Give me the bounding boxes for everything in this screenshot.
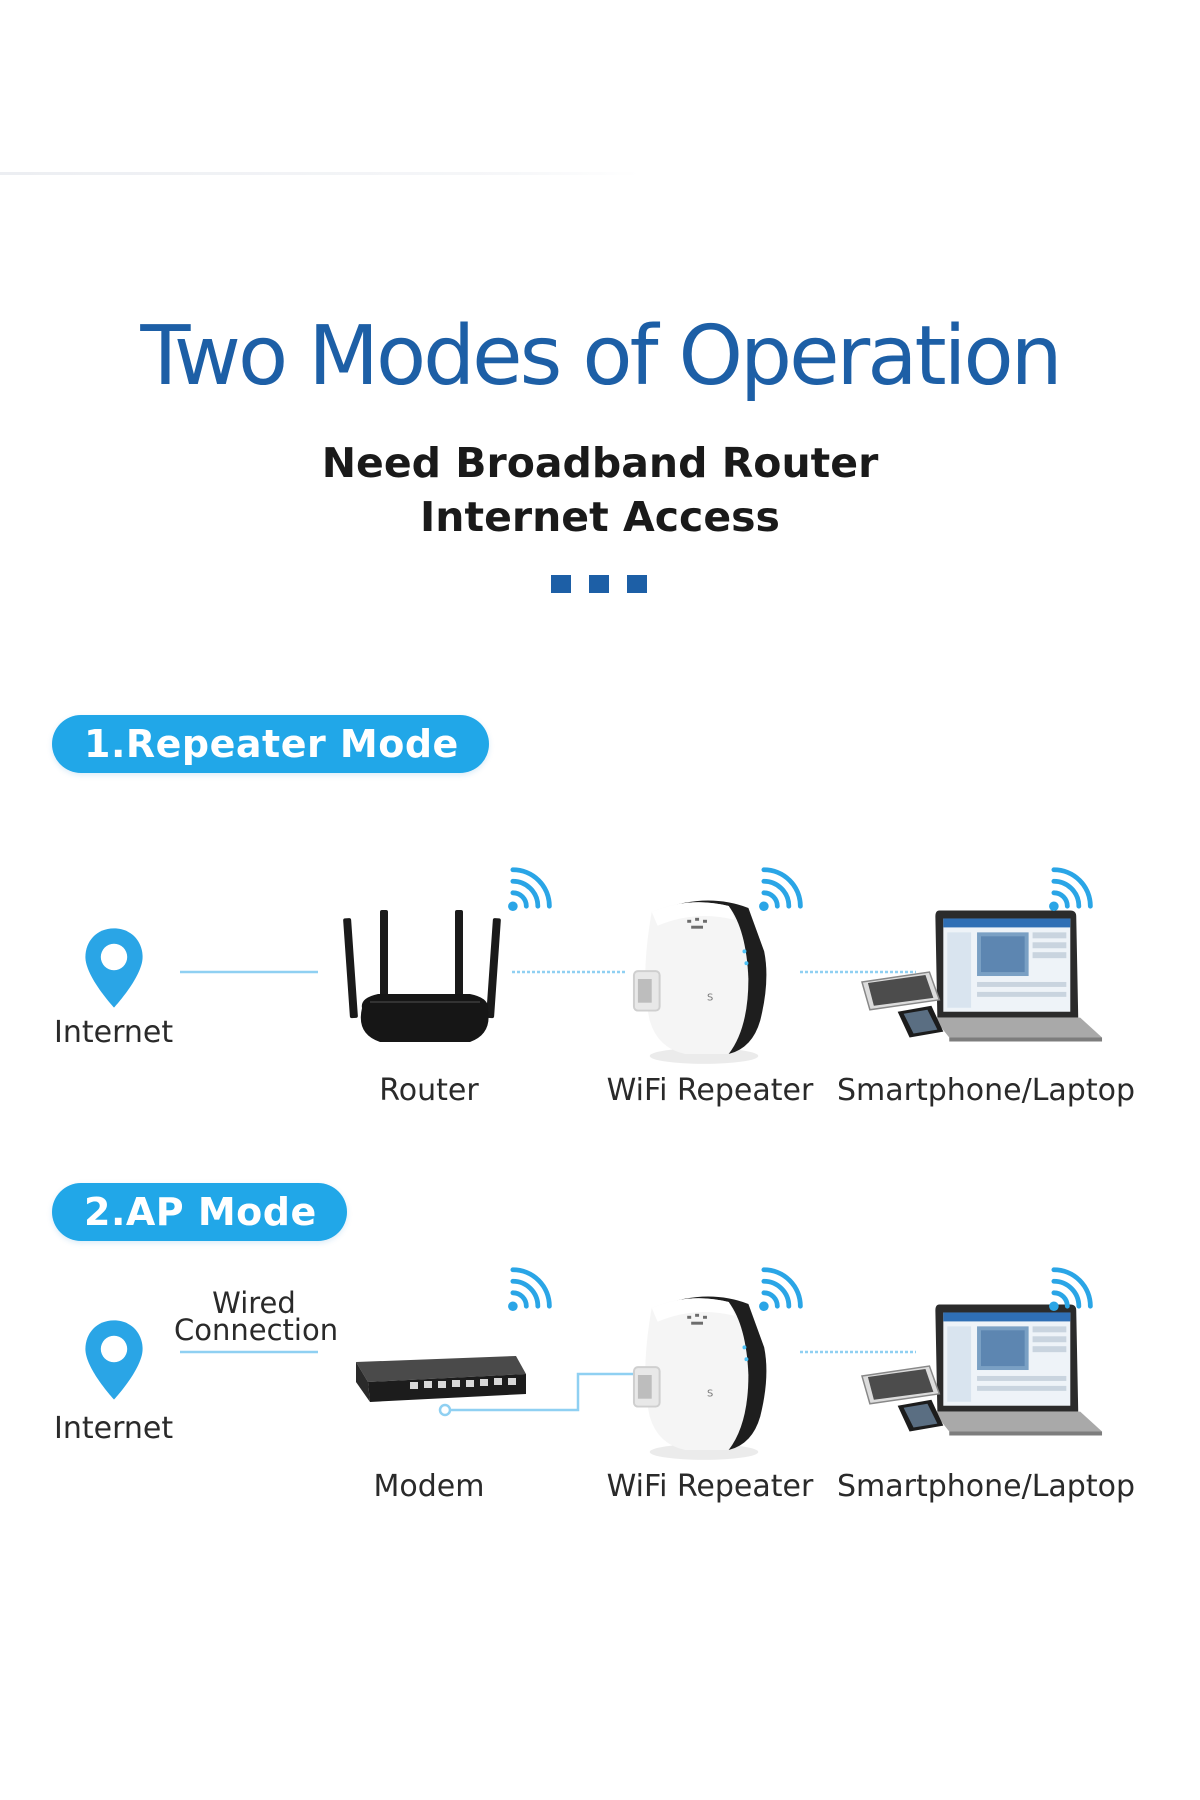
repeater-label: WiFi Repeater: [606, 1469, 814, 1504]
top-divider: [0, 172, 640, 175]
client-label: Smartphone/Laptop: [836, 1073, 1136, 1108]
page-subtitle: Need Broadband Router Internet Access: [0, 436, 1200, 544]
page-title: Two Modes of Operation: [140, 309, 1062, 404]
modem-label: Modem: [373, 1469, 485, 1504]
repeater-label: WiFi Repeater: [606, 1073, 814, 1108]
internet-label: Internet: [54, 1015, 174, 1050]
wifi-signal-icon: [508, 1270, 549, 1311]
modem-switch-icon: [356, 1356, 526, 1402]
router-label: Router: [379, 1073, 479, 1108]
ethernet-cable-link: [438, 1372, 648, 1417]
location-pin-icon: [85, 928, 143, 1008]
location-pin-icon: [85, 1320, 143, 1400]
wifi-repeater-icon: [632, 899, 768, 1065]
client-label: Smartphone/Laptop: [836, 1469, 1136, 1504]
mode-badge-ap: 2.AP Mode: [52, 1183, 347, 1241]
laptop-phone-icon: [861, 1303, 1103, 1437]
divider-dot: [551, 575, 571, 593]
wifi-signal-icon: [759, 1270, 800, 1311]
wired-label-line-2: Connection: [174, 1313, 339, 1347]
wired-connection-label: Wired Connection: [174, 1286, 339, 1347]
wired-label-line-1: Wired: [212, 1286, 296, 1320]
laptop-phone-icon: [861, 909, 1103, 1043]
wifi-repeater-icon: [632, 1295, 768, 1461]
mode-badge-repeater: 1.Repeater Mode: [52, 715, 489, 773]
internet-label: Internet: [54, 1411, 174, 1446]
wifi-signal-icon: [1049, 870, 1090, 911]
subtitle-line-2: Internet Access: [420, 493, 780, 541]
router-icon: [343, 910, 501, 1042]
wifi-signal-icon: [759, 870, 800, 911]
wifi-signal-icon: [508, 870, 549, 911]
divider-dot: [589, 575, 609, 593]
section-divider-dots: [551, 575, 647, 593]
divider-dot: [627, 575, 647, 593]
subtitle-line-1: Need Broadband Router: [321, 439, 879, 487]
